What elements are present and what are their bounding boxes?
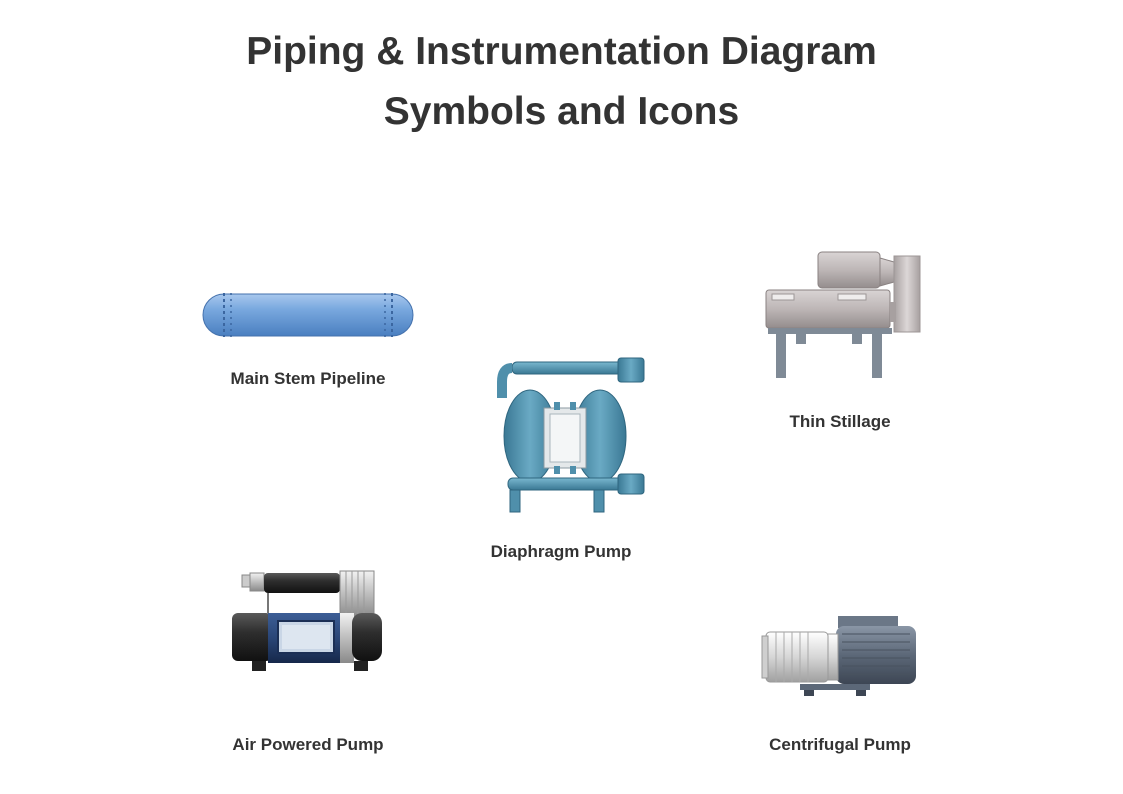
page-title: Piping & Instrumentation Diagram Symbols… bbox=[0, 22, 1123, 142]
pipeline-icon bbox=[202, 293, 414, 337]
thin-stillage-icon bbox=[765, 251, 921, 378]
air-powered-pump-icon bbox=[232, 570, 382, 671]
symbol-label: Diaphragm Pump bbox=[490, 542, 632, 561]
symbol-label: Air Powered Pump bbox=[232, 735, 384, 754]
symbol-label: Main Stem Pipeline bbox=[230, 369, 386, 388]
centrifugal-pump-icon bbox=[761, 616, 916, 696]
symbol-label: Thin Stillage bbox=[789, 412, 891, 431]
title-line-2: Symbols and Icons bbox=[383, 90, 740, 133]
symbol-label: Centrifugal Pump bbox=[769, 735, 911, 754]
diaphragm-pump-icon bbox=[497, 357, 645, 513]
title-line-1: Piping & Instrumentation Diagram bbox=[246, 30, 877, 73]
